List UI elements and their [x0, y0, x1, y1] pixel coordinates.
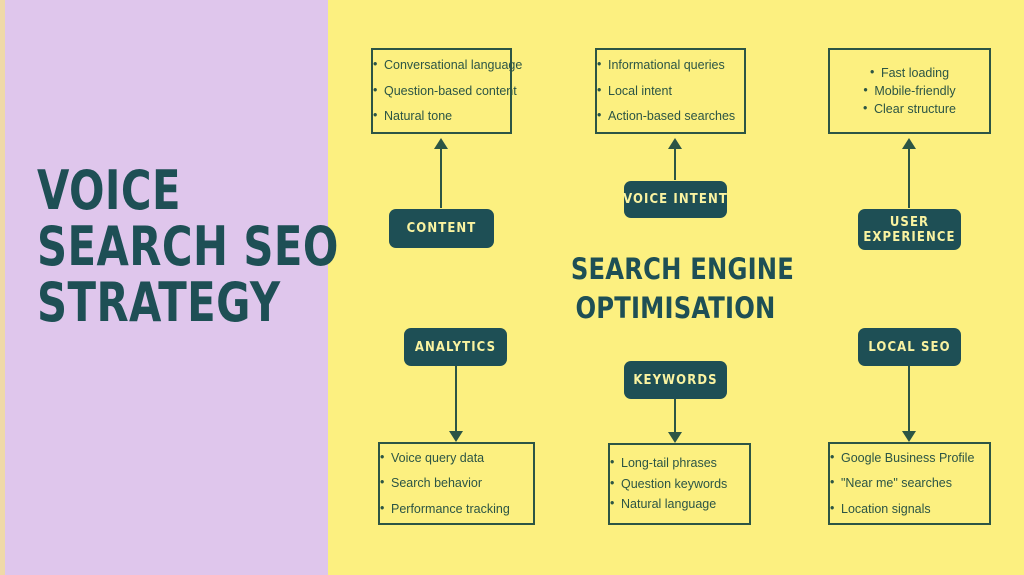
arrow-user-experience-up [895, 138, 923, 208]
arrowhead-up-icon [902, 138, 916, 149]
arrowhead-down-icon [668, 432, 682, 443]
list-item: "Near me" searches [830, 476, 989, 490]
pill-voice-intent[interactable]: Voice Intent [623, 181, 728, 218]
arrow-stem [674, 399, 676, 434]
arrow-stem [908, 147, 910, 208]
pill-user-experience[interactable]: User Experience [858, 209, 961, 250]
bullet-list-keywords: Long-tail phrases Question keywords Natu… [610, 456, 749, 511]
pill-label: Keywords [633, 372, 718, 388]
arrow-stem [674, 147, 676, 180]
list-item: Long-tail phrases [610, 456, 749, 470]
bullet-box-voice-intent: Informational queries Local intent Actio… [595, 48, 746, 134]
bullet-list-user-experience: Fast loading Mobile-friendly Clear struc… [830, 64, 989, 118]
list-item: Informational queries [597, 58, 744, 72]
page-title-line-2: Search SEO [37, 215, 339, 278]
list-item: Voice query data [380, 451, 533, 465]
bullet-box-keywords: Long-tail phrases Question keywords Natu… [608, 443, 751, 525]
page-title-line-1: Voice [37, 159, 181, 222]
bullet-box-local-seo: Google Business Profile "Near me" search… [828, 442, 991, 525]
center-heading-line-1: Search Engine [570, 252, 795, 286]
list-item: Performance tracking [380, 502, 533, 516]
pill-label: Content [406, 221, 477, 236]
arrow-stem [908, 366, 910, 433]
title-panel: Voice Search SEO Strategy [5, 0, 339, 575]
bullet-list-local-seo: Google Business Profile "Near me" search… [830, 451, 989, 516]
page-title-line-3: Strategy [37, 271, 281, 334]
list-item: Question-based content [373, 84, 517, 98]
list-item: Google Business Profile [830, 451, 989, 465]
arrowhead-down-icon [902, 431, 916, 442]
list-item: Local intent [597, 84, 744, 98]
list-item: Natural tone [373, 109, 510, 123]
list-item: Search behavior [380, 476, 533, 490]
center-heading-line-2: Optimisation [575, 291, 776, 325]
arrow-stem [440, 147, 442, 208]
pill-label: Local SEO [868, 339, 951, 355]
bullet-box-user-experience: Fast loading Mobile-friendly Clear struc… [828, 48, 991, 134]
pill-label-line-1: User [889, 214, 930, 230]
bullet-box-content: Conversational language Question-based c… [371, 48, 522, 134]
bullet-box-analytics: Voice query data Search behavior Perform… [378, 442, 535, 525]
center-heading: Search Engine Optimisation [570, 250, 795, 328]
arrowhead-up-icon [434, 138, 448, 149]
pill-keywords[interactable]: Keywords [624, 361, 727, 399]
list-item: Location signals [830, 502, 989, 516]
list-item: Question keywords [610, 477, 749, 491]
pill-content[interactable]: Content [389, 209, 494, 248]
arrowhead-down-icon [449, 431, 463, 442]
pill-label: Voice Intent [623, 192, 728, 207]
arrowhead-up-icon [668, 138, 682, 149]
arrow-local-seo-down [895, 366, 923, 442]
arrow-keywords-down [661, 399, 689, 443]
pill-analytics[interactable]: Analytics [404, 328, 507, 366]
arrow-voice-intent-up [661, 138, 689, 180]
list-item: Conversational language [373, 58, 522, 72]
page-title: Voice Search SEO Strategy [37, 159, 339, 334]
list-item: Natural language [610, 497, 749, 511]
bullet-list-analytics: Voice query data Search behavior Perform… [380, 451, 533, 516]
list-item: Action-based searches [597, 109, 744, 123]
bullet-list-content: Conversational language Question-based c… [373, 58, 522, 123]
arrow-content-up [427, 138, 455, 208]
pill-label-line-2: Experience [863, 229, 956, 245]
pill-local-seo[interactable]: Local SEO [858, 328, 961, 366]
list-item: Clear structure [863, 102, 956, 116]
arrow-stem [455, 366, 457, 433]
pill-label: Analytics [414, 339, 497, 355]
bullet-list-voice-intent: Informational queries Local intent Actio… [597, 58, 744, 123]
list-item: Mobile-friendly [863, 84, 955, 98]
arrow-analytics-down [442, 366, 470, 442]
list-item: Fast loading [870, 66, 949, 80]
left-edge-strip [0, 0, 5, 575]
